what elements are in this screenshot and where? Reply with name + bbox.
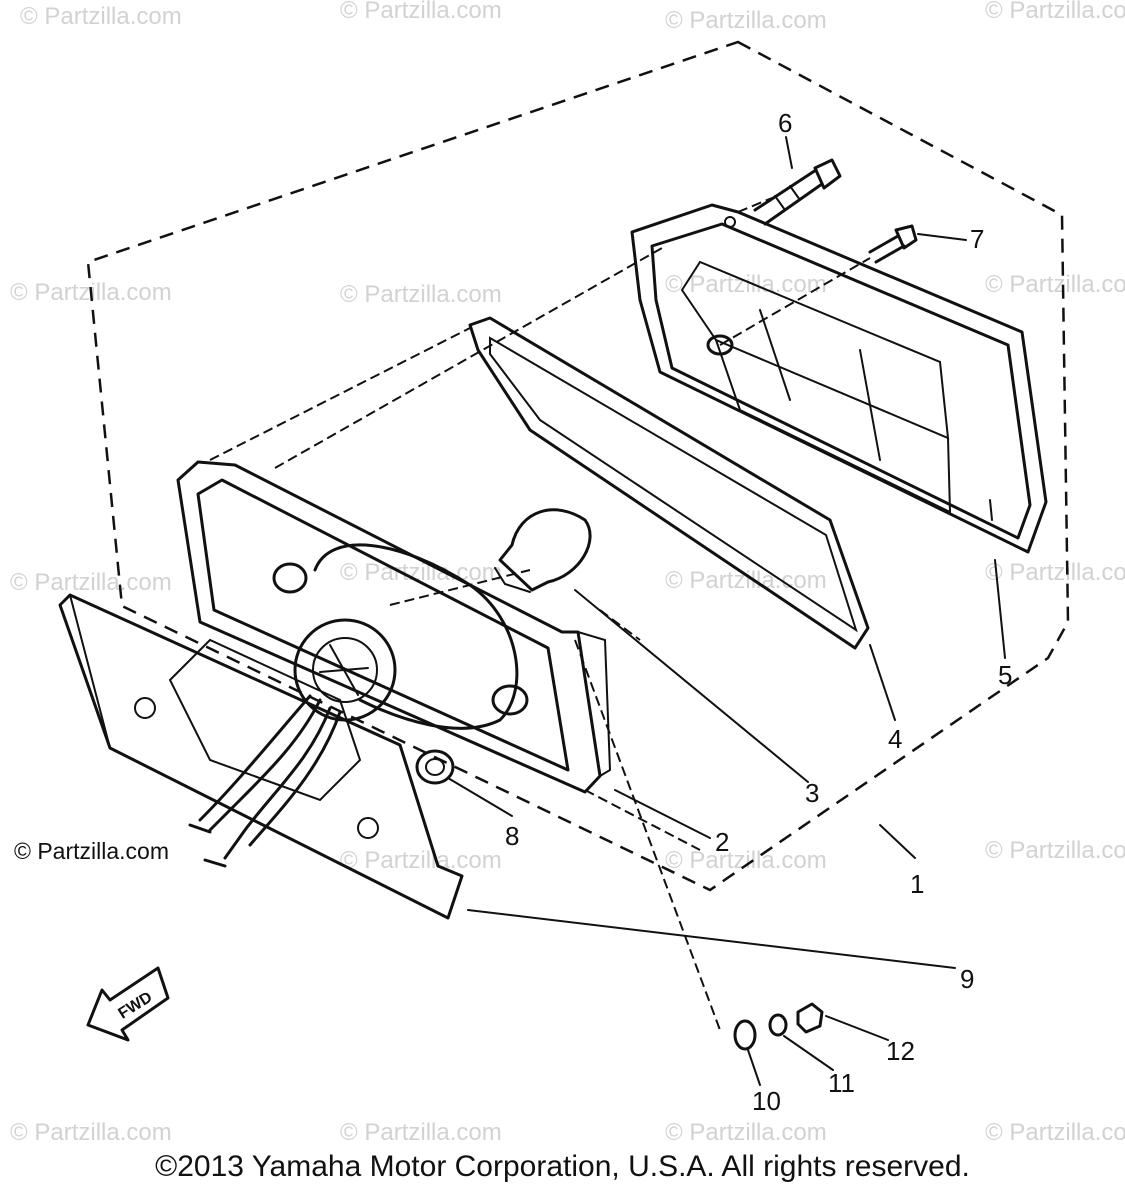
housing-mount-boss	[706, 334, 734, 356]
watermark: © Partzilla.com	[665, 567, 827, 594]
watermark-layer: © Partzilla.com © Partzilla.com © Partzi…	[10, 0, 1125, 1146]
tail-light-housing	[630, 203, 1048, 554]
watermark: © Partzilla.com	[985, 837, 1125, 864]
partzilla-credit: © Partzilla.com	[14, 838, 169, 864]
callout-3: 3	[805, 778, 819, 808]
callout-leaders	[447, 136, 1006, 1086]
forward-arrow-icon: FWD	[86, 966, 170, 1042]
nut-12	[796, 1002, 824, 1034]
bulb	[494, 508, 592, 593]
screw-long	[753, 158, 842, 226]
watermark: © Partzilla.com	[20, 3, 182, 30]
callout-2: 2	[715, 827, 729, 857]
watermark: © Partzilla.com	[340, 0, 502, 24]
watermark: © Partzilla.com	[340, 281, 502, 308]
watermark: © Partzilla.com	[10, 569, 172, 596]
callout-4: 4	[888, 724, 902, 754]
watermark: © Partzilla.com	[665, 7, 827, 34]
copyright-notice: ©2013 Yamaha Motor Corporation, U.S.A. A…	[155, 1150, 970, 1183]
watermark: © Partzilla.com	[665, 847, 827, 874]
callout-9: 9	[960, 964, 974, 994]
washer-11	[768, 1013, 788, 1037]
callout-8: 8	[505, 821, 519, 851]
callout-5: 5	[998, 660, 1012, 690]
washer-10	[733, 1019, 757, 1051]
base-plate	[58, 593, 464, 920]
callout-labels: 1 2 3 4 5 6 7 8 9 10 11 12	[505, 108, 1012, 1116]
callout-6: 6	[778, 108, 792, 138]
callout-1: 1	[910, 869, 924, 899]
screw-short	[868, 224, 918, 264]
callout-11: 11	[828, 1068, 855, 1098]
callout-10: 10	[752, 1086, 781, 1116]
watermark: © Partzilla.com	[985, 0, 1125, 24]
callout-7: 7	[970, 224, 984, 254]
watermark: © Partzilla.com	[985, 1119, 1125, 1146]
hardware-set	[733, 1002, 824, 1051]
grommet	[415, 749, 455, 785]
watermark: © Partzilla.com	[10, 1119, 172, 1146]
watermark: © Partzilla.com	[340, 847, 502, 874]
watermark: © Partzilla.com	[665, 271, 827, 298]
assembly-boundary	[86, 40, 1070, 892]
watermark: © Partzilla.com	[985, 559, 1125, 586]
watermark: © Partzilla.com	[340, 1119, 502, 1146]
projection-lines	[209, 197, 871, 1031]
watermark: © Partzilla.com	[665, 1119, 827, 1146]
lens-frame	[176, 460, 612, 794]
gasket	[468, 316, 870, 650]
watermark: © Partzilla.com	[985, 271, 1125, 298]
callout-12: 12	[886, 1036, 915, 1066]
wire-harness	[188, 694, 342, 868]
